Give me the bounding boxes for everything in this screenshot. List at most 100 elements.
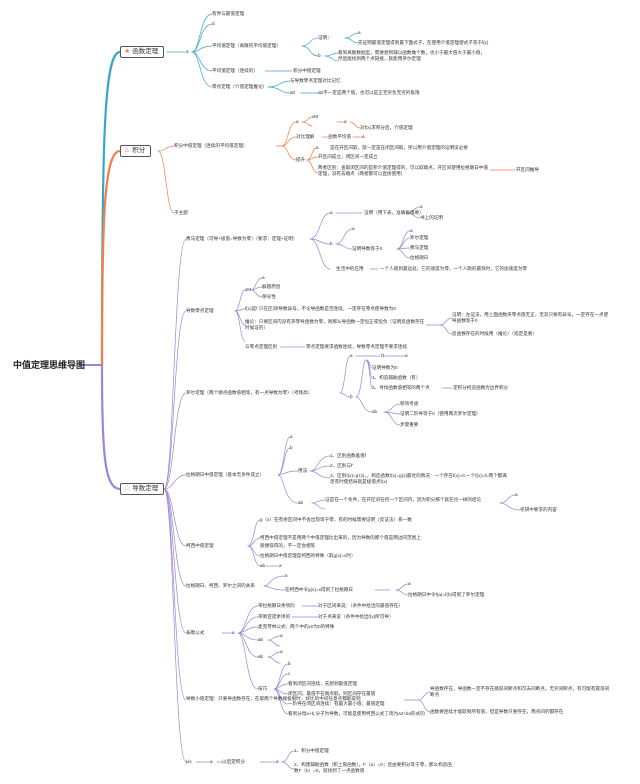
node[interactable]: 提升: [296, 157, 306, 162]
node[interactable]: 考研中要求的内容: [520, 507, 557, 512]
node[interactable]: ab: [258, 654, 264, 659]
node[interactable]: 积分中值定理（连续的平均值定理）: [174, 143, 248, 148]
node[interactable]: b: [350, 394, 353, 399]
node[interactable]: 导数小值定理：只要导函数存在，在取两个导数端极限时，好比的中间任意点都能取到: [186, 696, 361, 701]
node[interactable]: 反函数存在的时候用（推论）（指定是要）: [452, 331, 537, 336]
node[interactable]: c: [288, 671, 291, 676]
node[interactable]: 平均值定理（连续的）: [212, 68, 258, 73]
node[interactable]: 子主题: [174, 210, 188, 215]
node[interactable]: a: [296, 119, 299, 124]
node[interactable]: 拉格朗日中值定理（基本无条件成立）: [186, 472, 265, 477]
node[interactable]: 拉格朗日中值定理是柯西的特殊（取g(x)=x时）: [260, 553, 356, 558]
node[interactable]: 推论：只要区间内没有夹零导函数为零，则那么导函数一定恒正或恒负（证明反函数存在时…: [245, 319, 425, 330]
node[interactable]: 看到闭区间连续，先想到最值定理: [288, 681, 357, 686]
node[interactable]: 带佩亚诺余项的: [258, 614, 291, 619]
node[interactable]: 罗尔定理: [410, 235, 429, 240]
node[interactable]: 生活中的应用: [336, 266, 364, 271]
node[interactable]: 书上的证明: [420, 215, 443, 220]
node[interactable]: 证明（用下表，准确极限要）: [364, 210, 424, 215]
node[interactable]: 证明二阶导等于0（使用两次罗尔定理）: [400, 411, 481, 416]
topic-function-theorem[interactable]: ★函数定理: [120, 46, 165, 58]
node[interactable]: 证明：左证法，用上面函数夹零点值无正，无双只要有异号，一定存在一点使导函数等于0: [452, 312, 609, 323]
node[interactable]: a: [344, 119, 347, 124]
node[interactable]: 零点定理（介值定理推论）: [212, 84, 268, 89]
node[interactable]: 拉格朗日中令f(a)=f(b)得到了罗尔定理: [408, 592, 485, 597]
node[interactable]: a: [352, 226, 355, 231]
node[interactable]: 移项考虑: [400, 401, 419, 406]
node[interactable]: 拉格朗日、柯西、罗尔之间的关系: [186, 583, 255, 588]
node[interactable]: a: [350, 353, 353, 358]
node[interactable]: a: [358, 30, 361, 35]
node[interactable]: 费马定理: [410, 245, 429, 250]
node[interactable]: 与导数零点定理对比记忆: [290, 78, 341, 83]
node[interactable]: b: [330, 241, 333, 246]
node[interactable]: 步骤重要: [400, 422, 419, 427]
node[interactable]: 费马定理（可导+极值=导数为零）（要求：定理+证明）: [186, 236, 298, 241]
topic-derivative-theorem[interactable]: ☆导数定理: [120, 483, 165, 495]
node[interactable]: 证明导数为0: [372, 365, 398, 370]
node[interactable]: a: [276, 759, 279, 764]
node[interactable]: 先证明最值定理得到最下面式子，在使用介值定理使式子等于f(ε): [358, 40, 489, 45]
node[interactable]: ab: [372, 409, 378, 414]
node[interactable]: a: [515, 492, 518, 497]
node[interactable]: a: [210, 759, 213, 764]
node[interactable]: 解题原因: [262, 284, 281, 289]
node[interactable]: 证明：: [318, 35, 332, 40]
node[interactable]: 随便取得的，不一定会相等: [260, 543, 316, 548]
node[interactable]: 2、寻找函数值相等的两个点: [372, 385, 430, 390]
node[interactable]: xM: [312, 114, 319, 119]
node[interactable]: 与零点定理区别: [245, 344, 278, 349]
node[interactable]: 1、构造辅助函数（有）: [372, 375, 421, 380]
node[interactable]: 泰勒公式: [186, 630, 205, 635]
node[interactable]: a: [279, 563, 282, 568]
node[interactable]: 开区间成立，闭区间一定成立: [318, 154, 378, 159]
node[interactable]: 2、构建辅助函数（积上限函数），F（a）=0；且由要积分等于零，那么构造函数F（…: [294, 762, 452, 773]
node[interactable]: 闭区间，最值不在端点取，则区间存在最值: [288, 691, 376, 696]
node[interactable]: 两者区别：查取闭区间的是积介值定理得的，可以取端点，开区间使用拉格朗日中值定理，…: [318, 165, 488, 176]
node[interactable]: a: [408, 581, 411, 586]
node[interactable]: 麦克劳林公式：两个中的x0为0的特殊: [258, 624, 335, 629]
node[interactable]: 证明导数等于0: [352, 246, 383, 251]
node[interactable]: d: [212, 21, 215, 26]
node[interactable]: 1、区别函数差值f: [330, 453, 366, 458]
node[interactable]: 定积分构造函数为边界积分: [453, 385, 509, 390]
root-topic[interactable]: 中值定理思维导图: [13, 360, 86, 370]
node[interactable]: ab: [298, 500, 304, 505]
node[interactable]: 保号性: [262, 294, 276, 299]
node[interactable]: 罗尔定理（两个端点函数值相等，有一点导数为零）（考频高）: [186, 390, 313, 395]
node[interactable]: 看到离散数据型，需要想到辅以函数做个数，也小于最大值大于最小值，然后能找到两个点…: [338, 50, 486, 61]
node[interactable]: ab: [260, 563, 266, 568]
node[interactable]: b: [318, 53, 321, 58]
node[interactable]: 技巧: [258, 686, 268, 691]
node[interactable]: a: [280, 649, 283, 654]
node[interactable]: ab: [258, 637, 264, 642]
node[interactable]: 柯西中值定理不是用两个中值定理比出来的，因为导数的那个值是两边同范围上: [260, 535, 421, 540]
node[interactable]: pic: [186, 759, 192, 764]
node[interactable]: 零点定理要求函数连续，导数零点定理不要求连续: [306, 344, 408, 349]
node[interactable]: 对于区间来说：（条件中给出的最值存在）: [318, 603, 403, 608]
node[interactable]: 函数平均值: [328, 134, 351, 139]
node[interactable]: 带拉格朗日余项的: [258, 603, 295, 608]
node[interactable]: xM: [245, 287, 252, 292]
node[interactable]: 对于点来说（条件中给出f(x)所可导）: [318, 614, 394, 619]
node[interactable]: 以后定积分: [222, 759, 245, 764]
node[interactable]: a: [285, 573, 288, 578]
node[interactable]: a: [405, 353, 408, 358]
node[interactable]: 2、区别与f': [330, 463, 354, 468]
node[interactable]: 一阶导在闭区间连续：有最大最小值；最值定理: [288, 701, 385, 706]
node[interactable]: 在柯西中令g(x)=x得到了拉格朗日: [285, 587, 354, 592]
node[interactable]: a: [330, 210, 333, 215]
node[interactable]: ab不一定是两个值，也可以是正无穷负无穷的极限: [318, 90, 420, 95]
node[interactable]: 对f(x)求积分后，介值定理: [360, 125, 413, 130]
node[interactable]: a: [186, 49, 189, 54]
node[interactable]: 3、区别f(x)=g'(x)，，构造函数f(x)=g(x)最优的情况：一个存在f…: [330, 473, 507, 484]
node[interactable]: 有界与最值定理: [212, 11, 245, 16]
node[interactable]: 1、积分中值定理: [294, 748, 329, 753]
node[interactable]: 平均值定理（离散的平均值定理）: [212, 43, 281, 48]
node[interactable]: a0: [290, 90, 296, 95]
node[interactable]: a: [410, 228, 413, 233]
node[interactable]: 柯西中值定理: [186, 543, 214, 548]
node[interactable]: 导函数存在，导函数一定不存在跳跃间断点和可去间断点，无穷间断点，有可能有震荡间断…: [430, 686, 610, 697]
node[interactable]: 函数要连续才能取到所有值，但是导数只要存在，两点间的都存在: [430, 709, 564, 714]
node[interactable]: 拉格朗日: [410, 255, 429, 260]
